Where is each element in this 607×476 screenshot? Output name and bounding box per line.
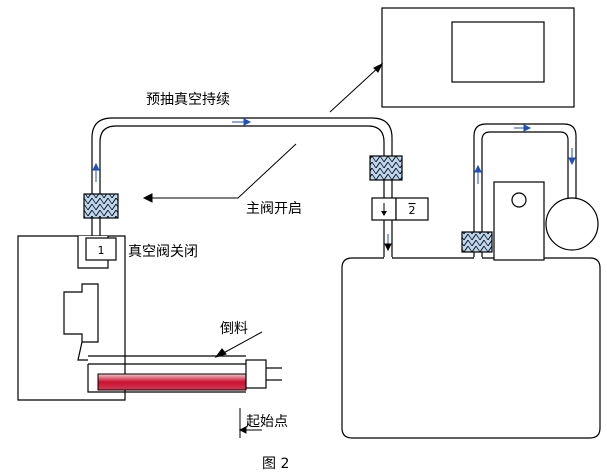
- vacuum-tank: [341, 257, 601, 439]
- valve-1-number: 1: [98, 244, 105, 257]
- flow-arrows: [92, 118, 576, 252]
- molten-metal: [97, 373, 247, 391]
- monitor-unit: [381, 7, 575, 108]
- pump-pipe: [473, 123, 577, 258]
- die-mold: [17, 235, 126, 401]
- valve-2: 2: [371, 197, 429, 221]
- vacuum-pump: [493, 181, 599, 261]
- label-main-valve-open: 主阀开启: [246, 201, 302, 217]
- label-vacuum-valve-closed: 真空阀关闭: [128, 244, 198, 260]
- label-pre-vacuum: 预抽真空持续: [146, 91, 230, 108]
- valve-2-number: 2: [409, 204, 416, 217]
- valve-1: 1: [85, 237, 117, 261]
- vacuum-pipe: [91, 117, 393, 258]
- filter-right: [461, 231, 493, 253]
- filter-middle: [369, 155, 403, 181]
- label-start-point: 起始点: [246, 414, 288, 430]
- label-pouring: 倒料: [220, 321, 248, 337]
- leader-lines: [142, 62, 384, 438]
- figure-caption: 图 2: [262, 456, 289, 472]
- filter-left: [83, 193, 119, 219]
- plunger-head: [245, 359, 267, 389]
